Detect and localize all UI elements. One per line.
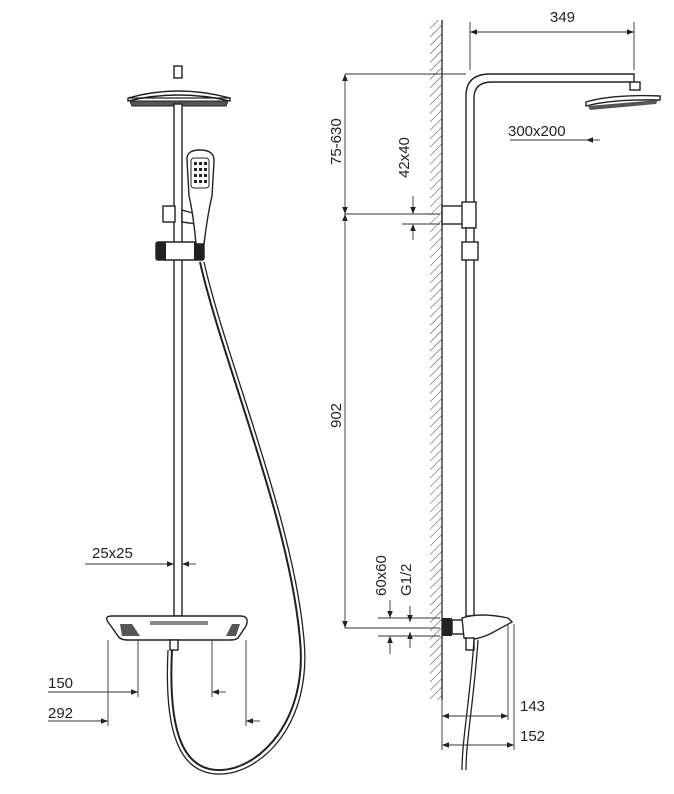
wall-bracket-label: 42x40	[396, 137, 413, 178]
centers-label: 150	[48, 675, 73, 692]
hand-shower	[186, 149, 215, 245]
front-dimensions	[48, 561, 260, 726]
shower-hose	[166, 261, 306, 775]
wall	[430, 20, 443, 700]
hand-shower-holder	[155, 205, 205, 261]
riser-pipe	[173, 103, 183, 617]
front-view: 25x25 150 292	[48, 65, 306, 775]
shower-arm	[465, 73, 661, 208]
rail-section-label: 25x25	[92, 545, 133, 562]
wall-bracket	[441, 201, 477, 229]
rain-shower-head	[127, 65, 231, 107]
height-adjust-label: 75-630	[328, 118, 345, 165]
projection-a-label: 143	[520, 698, 545, 715]
side-riser	[461, 227, 479, 617]
overall-width-label: 292	[48, 705, 73, 722]
thermostatic-mixer	[105, 615, 248, 651]
valve-size-label: 60x60	[373, 555, 390, 596]
arm-length-label: 349	[550, 9, 575, 26]
side-dimensions	[342, 22, 635, 750]
projection-b-label: 152	[520, 728, 545, 745]
thread-label: G1/2	[398, 563, 415, 596]
side-view: 349 300x200 75-630 42x40 902 60x60 G1/2 …	[328, 9, 661, 771]
riser-length-label: 902	[328, 403, 345, 428]
head-size-label: 300x200	[508, 123, 566, 140]
side-mixer	[442, 614, 514, 651]
side-hose	[461, 639, 479, 771]
